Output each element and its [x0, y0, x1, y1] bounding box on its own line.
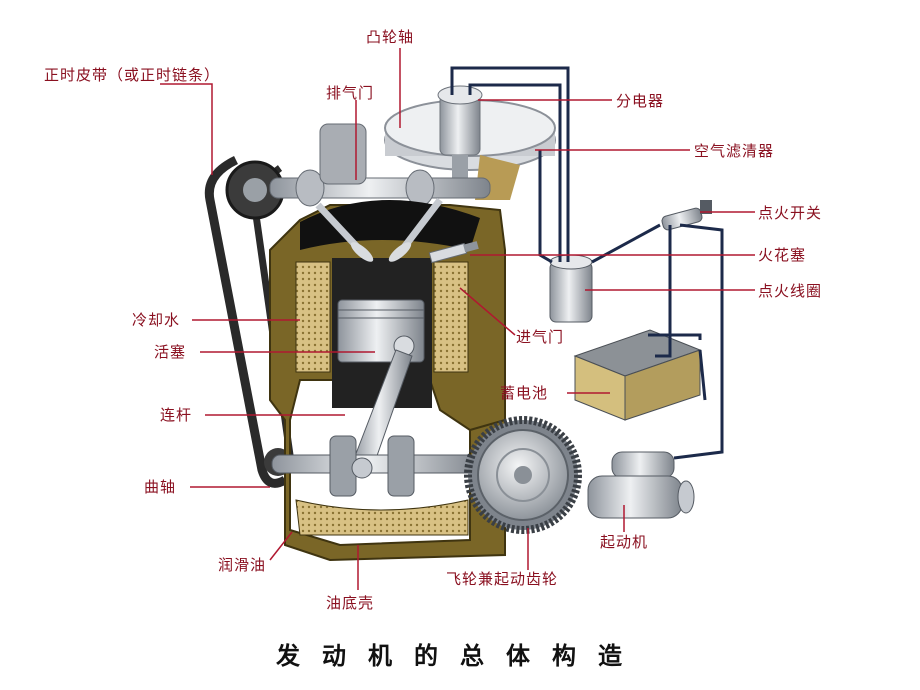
- label-piston: 活塞: [154, 343, 187, 361]
- label-flywheel-gear: 飞轮兼起动齿轮: [446, 570, 559, 588]
- label-ignition-coil: 点火线圈: [758, 282, 823, 300]
- label-oil-pan: 油底壳: [326, 594, 375, 612]
- label-connecting-rod: 连杆: [160, 406, 193, 424]
- label-exhaust-valve: 排气门: [326, 84, 375, 102]
- label-distributor: 分电器: [616, 92, 665, 110]
- label-intake-valve: 进气门: [516, 328, 565, 346]
- leader-lines: [160, 48, 755, 590]
- camshaft: [269, 123, 491, 207]
- label-starter-motor: 起动机: [600, 533, 649, 551]
- valves: [315, 197, 443, 262]
- label-lubricating-oil: 润滑油: [218, 556, 267, 574]
- label-ignition-switch: 点火开关: [758, 204, 823, 222]
- label-timing-belt: 正时皮带（或正时链条）: [44, 66, 221, 84]
- label-air-filter: 空气滤清器: [694, 142, 775, 160]
- spark-plug: [428, 241, 479, 264]
- diagram-caption: 发动机的总体构造: [276, 642, 644, 670]
- ignition-switch: [661, 200, 712, 231]
- piston: [337, 299, 425, 363]
- label-coolant: 冷却水: [132, 311, 181, 329]
- label-crankshaft: 曲轴: [144, 478, 177, 496]
- flywheel: [464, 416, 582, 534]
- label-spark-plug: 火花塞: [758, 246, 807, 264]
- crankshaft: [271, 435, 483, 497]
- ignition-coil: [549, 254, 593, 323]
- battery: [573, 329, 702, 421]
- label-battery: 蓄电池: [500, 384, 549, 402]
- label-camshaft: 凸轮轴: [366, 28, 415, 46]
- timing-belt: [204, 155, 294, 488]
- starter-motor: [587, 451, 695, 519]
